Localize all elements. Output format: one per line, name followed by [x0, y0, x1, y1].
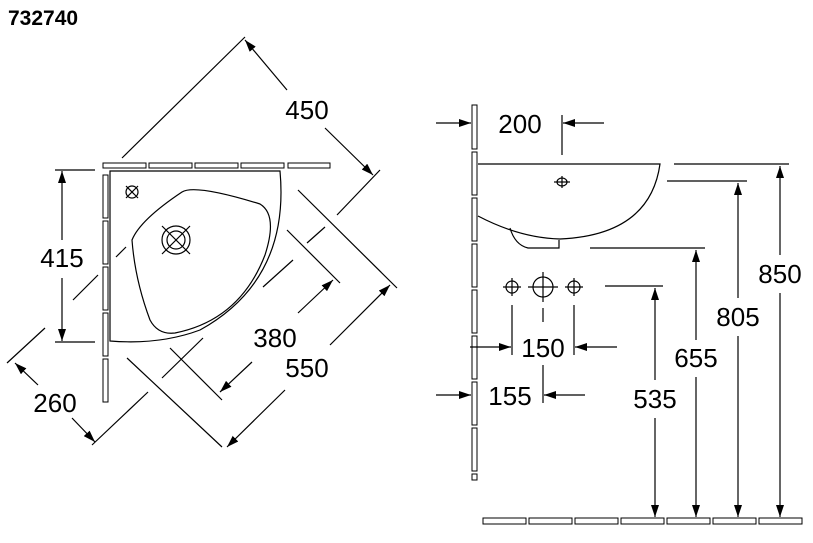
dim-805: 805 [716, 302, 759, 332]
dim-655: 655 [674, 343, 717, 373]
side-wall-tiles [471, 104, 803, 525]
dim-200: 200 [498, 109, 541, 139]
wall-tiles [102, 162, 331, 403]
bowl-outline [131, 189, 271, 334]
dim-150: 150 [521, 333, 564, 363]
dim-535: 535 [633, 384, 676, 414]
dim-450: 450 [285, 95, 328, 125]
tap-hole-icon [554, 176, 570, 188]
supply-holes [503, 272, 583, 302]
drain-icon [161, 225, 191, 255]
dim-415: 415 [40, 243, 83, 273]
dim-155: 155 [488, 381, 531, 411]
dim-380: 380 [253, 323, 296, 353]
top-view: 450 415 380 550 260 [6, 36, 398, 448]
side-view: 200 150 155 850 805 655 535 [436, 104, 803, 525]
dim-260: 260 [33, 388, 76, 418]
siphon [509, 227, 560, 249]
basin-side-outline [477, 163, 661, 240]
model-number: 732740 [8, 7, 79, 30]
dim-850: 850 [758, 259, 801, 289]
dim-550: 550 [285, 353, 328, 383]
tap-hole-icon [125, 185, 139, 199]
basin-outline [109, 170, 282, 343]
